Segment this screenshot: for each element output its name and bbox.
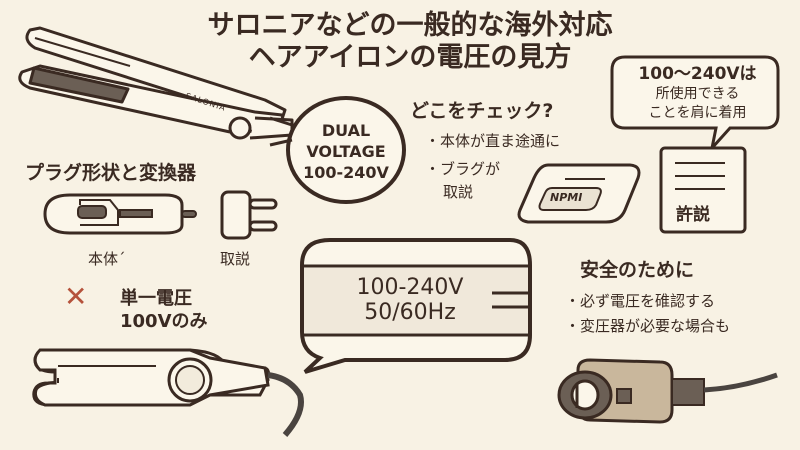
manual-bubble-line3: ことを肩に着用 bbox=[648, 105, 747, 121]
safety-bullet-1: ・必ず電圧を碓認する bbox=[565, 292, 716, 310]
hair-iron-top-illustration bbox=[18, 26, 294, 140]
single-voltage-line2: 100Vのみ bbox=[120, 311, 208, 332]
plug-body-illustration bbox=[43, 193, 197, 235]
rating-label-text: 100-240V 50/60Hz bbox=[330, 275, 490, 325]
travel-adapter-illustration bbox=[557, 358, 778, 424]
plug-manual-label: 取説 bbox=[220, 250, 251, 268]
manual-bubble-text: 100〜240Vは 所使用できる ことを肩に着用 bbox=[620, 63, 775, 123]
manual-bubble-line1: 100〜240Vは bbox=[638, 64, 757, 84]
single-voltage-text: 単一電圧 100Vのみ bbox=[120, 287, 208, 333]
dual-voltage-line2: VOLTAGE bbox=[306, 142, 386, 161]
page-title-line2: ヘアアイロンの電圧の見方 bbox=[248, 42, 572, 73]
rating-frequency: 50/60Hz bbox=[364, 300, 456, 325]
manual-bubble-line2: 所使用できる bbox=[655, 86, 740, 102]
hair-iron-bottom-illustration bbox=[32, 348, 304, 437]
x-mark-icon: ✕ bbox=[64, 280, 88, 313]
safety-bullet-2: ・変圧器が必要な場合も bbox=[565, 317, 731, 335]
dual-voltage-badge: DUAL VOLTAGE 100-240V bbox=[290, 120, 402, 183]
manual-speech-bubble bbox=[610, 55, 780, 154]
page-title-line1: サロニアなどの一般的な海外対応 bbox=[207, 10, 613, 41]
check-heading: どこをチェック? bbox=[410, 100, 554, 122]
dual-voltage-line3: 100-240V bbox=[303, 163, 389, 182]
safety-heading: 安全のために bbox=[580, 259, 695, 281]
check-bullet-1: ・本体が直ま途通に bbox=[425, 132, 561, 150]
plug-body-label: 本体´ bbox=[88, 250, 126, 268]
manual-book-illustration bbox=[659, 146, 747, 234]
check-bullet-3: 取説 bbox=[443, 183, 474, 201]
manual-book-label: 許説 bbox=[676, 205, 710, 225]
dual-voltage-line1: DUAL bbox=[321, 121, 371, 140]
npmi-label: NPMI bbox=[550, 191, 583, 204]
plug-heading: プラグ形状と変換器 bbox=[25, 162, 197, 184]
rating-label-bubble bbox=[300, 238, 532, 374]
voltage-label-plate-illustration bbox=[517, 163, 641, 224]
single-voltage-line1: 単一電圧 bbox=[120, 288, 192, 309]
rating-voltage: 100-240V bbox=[356, 275, 464, 300]
check-bullet-2: ・ブラグが bbox=[425, 160, 501, 178]
dual-voltage-badge-circle bbox=[286, 96, 406, 204]
plug-adapter-illustration bbox=[220, 190, 278, 240]
